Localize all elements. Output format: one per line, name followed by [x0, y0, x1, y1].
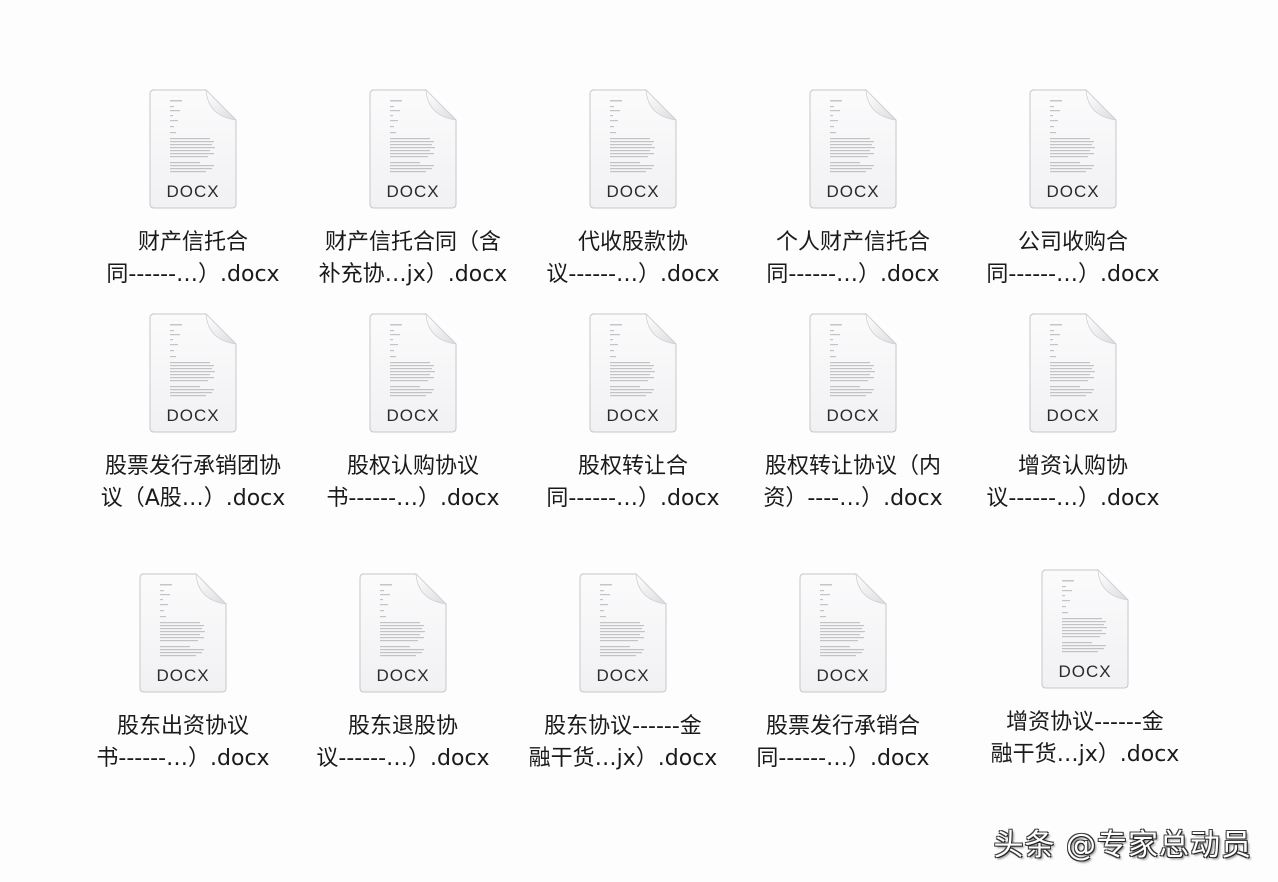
- file-name-line2: 补充协…jx）.docx: [318, 262, 508, 287]
- file-extension-label: DOCX: [376, 666, 430, 685]
- file-extension-label: DOCX: [386, 406, 440, 425]
- file-name-line1: 财产信托合: [137, 230, 248, 255]
- file-extension-label: DOCX: [166, 182, 220, 201]
- file-item[interactable]: DOCX 股票发行承销团协 议（A股…）.docx: [83, 312, 303, 515]
- file-extension-label: DOCX: [1046, 182, 1100, 201]
- file-name-line2: 同------…）.docx: [756, 746, 930, 771]
- file-name-line1: 个人财产信托合: [775, 230, 930, 255]
- file-name[interactable]: 股权转让协议（内 资）----…）.docx: [743, 451, 963, 515]
- file-name-line1: 公司收购合: [1017, 230, 1128, 255]
- file-name[interactable]: 个人财产信托合 同------…）.docx: [743, 227, 963, 291]
- file-name-line1: 增资认购协: [1017, 454, 1128, 479]
- file-name-line1: 股权转让协议（内: [764, 454, 941, 479]
- file-item[interactable]: DOCX 增资认购协 议------…）.docx: [963, 312, 1183, 515]
- file-item[interactable]: DOCX 股权转让协议（内 资）----…）.docx: [743, 312, 963, 515]
- docx-file-icon[interactable]: DOCX: [808, 88, 898, 210]
- docx-file-icon[interactable]: DOCX: [1040, 568, 1130, 690]
- file-extension-label: DOCX: [606, 182, 660, 201]
- file-extension-label: DOCX: [606, 406, 660, 425]
- file-name-line2: 同------…）.docx: [546, 486, 720, 511]
- file-name-line1: 股东出资协议: [116, 714, 249, 739]
- file-item[interactable]: DOCX 股票发行承销合 同------…）.docx: [733, 572, 953, 775]
- file-extension-label: DOCX: [156, 666, 210, 685]
- file-name-line2: 书------…）.docx: [96, 746, 270, 771]
- file-name-line2: 融干货…jx）.docx: [528, 746, 718, 771]
- file-name[interactable]: 增资协议------金 融干货…jx）.docx: [975, 707, 1195, 771]
- file-name[interactable]: 财产信托合同（含 补充协…jx）.docx: [303, 227, 523, 291]
- file-name-line2: 议（A股…）.docx: [100, 486, 286, 511]
- file-name[interactable]: 代收股款协 议------…）.docx: [523, 227, 743, 291]
- file-name[interactable]: 股东出资协议 书------…）.docx: [73, 711, 293, 775]
- docx-file-icon[interactable]: DOCX: [588, 88, 678, 210]
- file-name-line1: 股东退股协: [347, 714, 458, 739]
- file-item[interactable]: DOCX 股权认购协议 书------…）.docx: [303, 312, 523, 515]
- file-name-line2: 同------…）.docx: [986, 262, 1160, 287]
- file-name-line1: 股票发行承销团协: [104, 454, 281, 479]
- file-extension-label: DOCX: [826, 406, 880, 425]
- file-extension-label: DOCX: [386, 182, 440, 201]
- file-name[interactable]: 增资认购协 议------…）.docx: [963, 451, 1183, 515]
- file-name-line2: 融干货…jx）.docx: [990, 742, 1180, 767]
- file-name-line1: 股权认购协议: [346, 454, 479, 479]
- file-name[interactable]: 股东退股协 议------…）.docx: [293, 711, 513, 775]
- file-name-line2: 同------…）.docx: [106, 262, 280, 287]
- file-name-line1: 代收股款协: [577, 230, 688, 255]
- file-extension-label: DOCX: [1058, 662, 1112, 681]
- file-name[interactable]: 股票发行承销团协 议（A股…）.docx: [83, 451, 303, 515]
- file-name-line1: 股权转让合: [577, 454, 688, 479]
- file-name[interactable]: 股东协议------金 融干货…jx）.docx: [513, 711, 733, 775]
- file-item[interactable]: DOCX 财产信托合 同------…）.docx: [83, 88, 303, 291]
- file-name-line1: 财产信托合同（含: [324, 230, 501, 255]
- file-extension-label: DOCX: [816, 666, 870, 685]
- file-name-line2: 议------…）.docx: [316, 746, 490, 771]
- file-extension-label: DOCX: [1046, 406, 1100, 425]
- file-name[interactable]: 股权认购协议 书------…）.docx: [303, 451, 523, 515]
- file-item[interactable]: DOCX 股权转让合 同------…）.docx: [523, 312, 743, 515]
- file-item[interactable]: DOCX 个人财产信托合 同------…）.docx: [743, 88, 963, 291]
- file-name-line2: 同------…）.docx: [766, 262, 940, 287]
- docx-file-icon[interactable]: DOCX: [358, 572, 448, 694]
- file-name[interactable]: 财产信托合 同------…）.docx: [83, 227, 303, 291]
- docx-file-icon[interactable]: DOCX: [1028, 312, 1118, 434]
- file-item[interactable]: DOCX 公司收购合 同------…）.docx: [963, 88, 1183, 291]
- file-item[interactable]: DOCX 股东协议------金 融干货…jx）.docx: [513, 572, 733, 775]
- file-extension-label: DOCX: [166, 406, 220, 425]
- file-name[interactable]: 公司收购合 同------…）.docx: [963, 227, 1183, 291]
- file-name-line2: 资）----…）.docx: [763, 486, 943, 511]
- docx-file-icon[interactable]: DOCX: [138, 572, 228, 694]
- file-name-line1: 增资协议------金: [1006, 710, 1164, 735]
- file-item[interactable]: DOCX 增资协议------金 融干货…jx）.docx: [975, 568, 1195, 771]
- file-name-line2: 议------…）.docx: [986, 486, 1160, 511]
- file-extension-label: DOCX: [826, 182, 880, 201]
- docx-file-icon[interactable]: DOCX: [588, 312, 678, 434]
- docx-file-icon[interactable]: DOCX: [1028, 88, 1118, 210]
- file-name-line2: 议------…）.docx: [546, 262, 720, 287]
- file-item[interactable]: DOCX 代收股款协 议------…）.docx: [523, 88, 743, 291]
- file-name-line1: 股东协议------金: [544, 714, 702, 739]
- watermark: 头条 @专家总动员: [993, 828, 1252, 863]
- file-item[interactable]: DOCX 股东出资协议 书------…）.docx: [73, 572, 293, 775]
- docx-file-icon[interactable]: DOCX: [368, 88, 458, 210]
- docx-file-icon[interactable]: DOCX: [148, 88, 238, 210]
- docx-file-icon[interactable]: DOCX: [798, 572, 888, 694]
- file-extension-label: DOCX: [596, 666, 650, 685]
- file-name-line1: 股票发行承销合: [765, 714, 920, 739]
- docx-file-icon[interactable]: DOCX: [808, 312, 898, 434]
- file-name[interactable]: 股票发行承销合 同------…）.docx: [733, 711, 953, 775]
- docx-file-icon[interactable]: DOCX: [578, 572, 668, 694]
- docx-file-icon[interactable]: DOCX: [368, 312, 458, 434]
- file-item[interactable]: DOCX 财产信托合同（含 补充协…jx）.docx: [303, 88, 523, 291]
- file-item[interactable]: DOCX 股东退股协 议------…）.docx: [293, 572, 513, 775]
- file-name-line2: 书------…）.docx: [326, 486, 500, 511]
- file-name[interactable]: 股权转让合 同------…）.docx: [523, 451, 743, 515]
- docx-file-icon[interactable]: DOCX: [148, 312, 238, 434]
